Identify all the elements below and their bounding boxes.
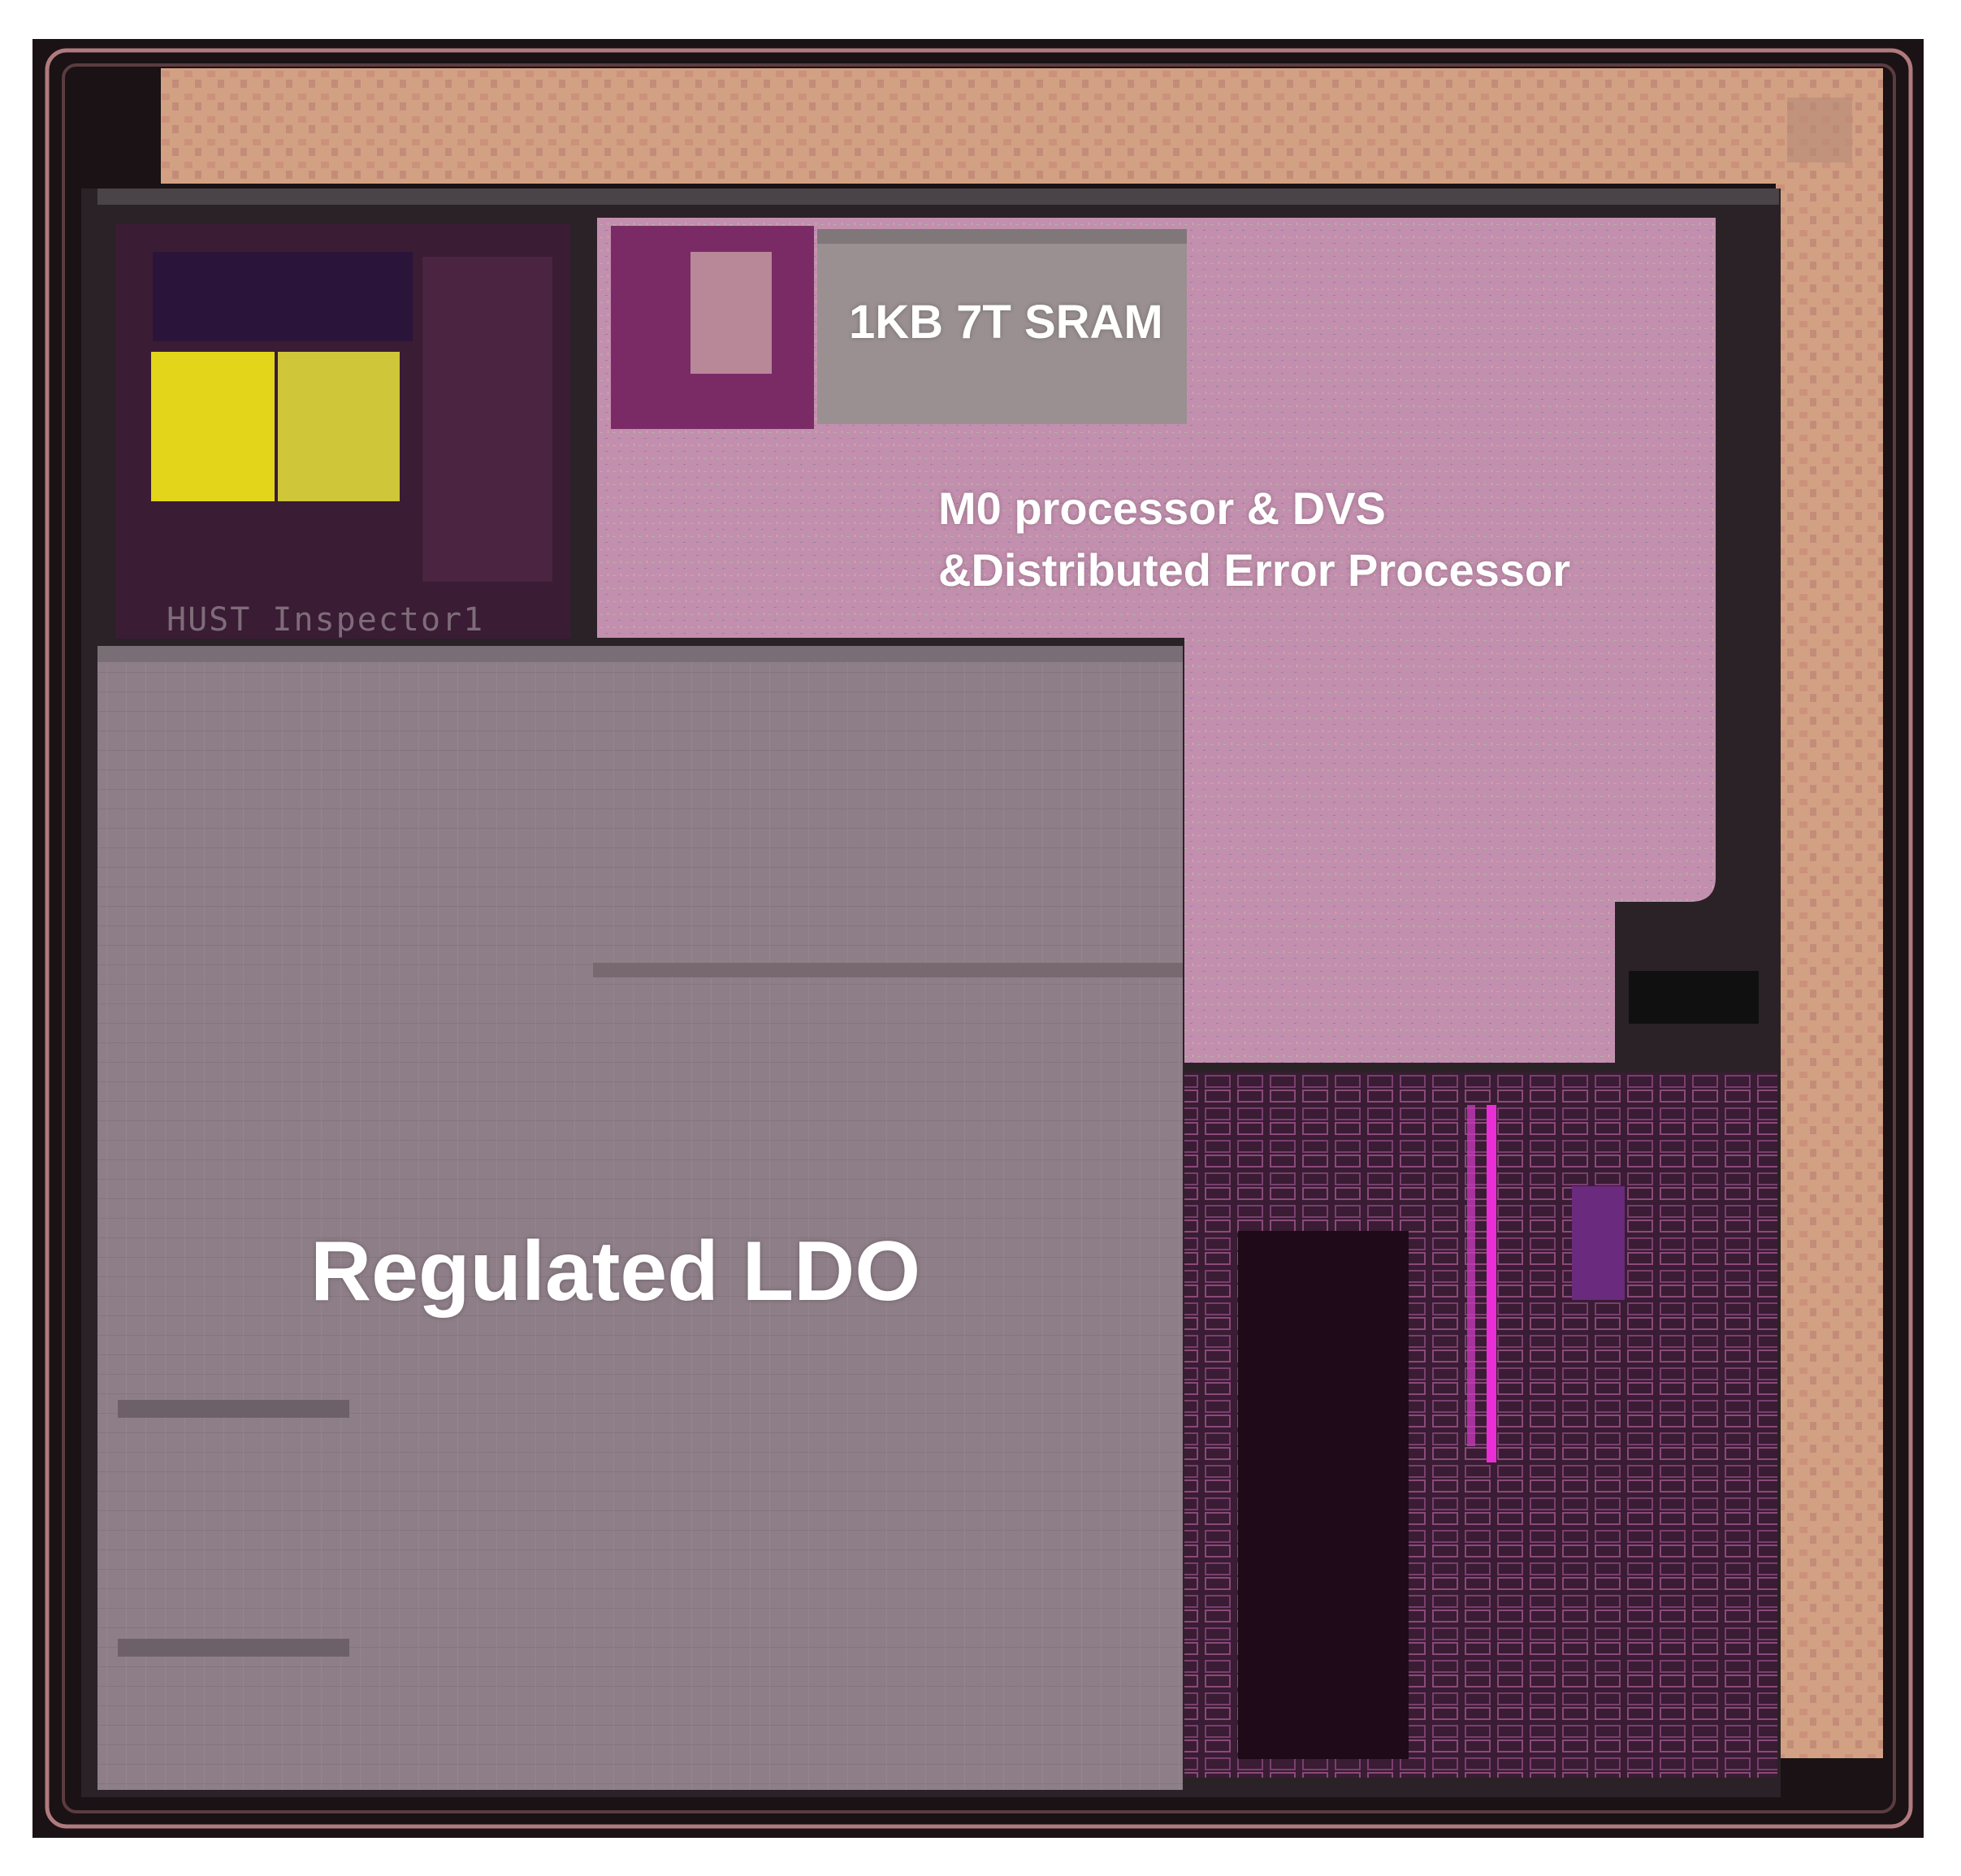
- yellow-block-2: [278, 352, 400, 501]
- processor-label-line2: &Distributed Error Processor: [938, 544, 1570, 596]
- die-engraving: HUST Inspector1: [167, 601, 485, 639]
- sram-label: 1KB 7T SRAM: [849, 296, 1163, 349]
- processor-label: M0 processor & DVS &Distributed Error Pr…: [938, 478, 1570, 601]
- processor-region: [597, 218, 1716, 1063]
- ldo-label: Regulated LDO: [310, 1224, 921, 1319]
- processor-label-line1: M0 processor & DVS: [938, 483, 1386, 534]
- sram-grey-block: [817, 229, 1187, 424]
- ldo-region: [97, 646, 1183, 1790]
- yellow-block-1: [151, 352, 275, 501]
- io-ring-right: [1776, 68, 1883, 1758]
- io-ring-top: [161, 68, 1842, 184]
- magenta-trace: [1487, 1105, 1496, 1462]
- seal-ring: [45, 48, 1913, 1829]
